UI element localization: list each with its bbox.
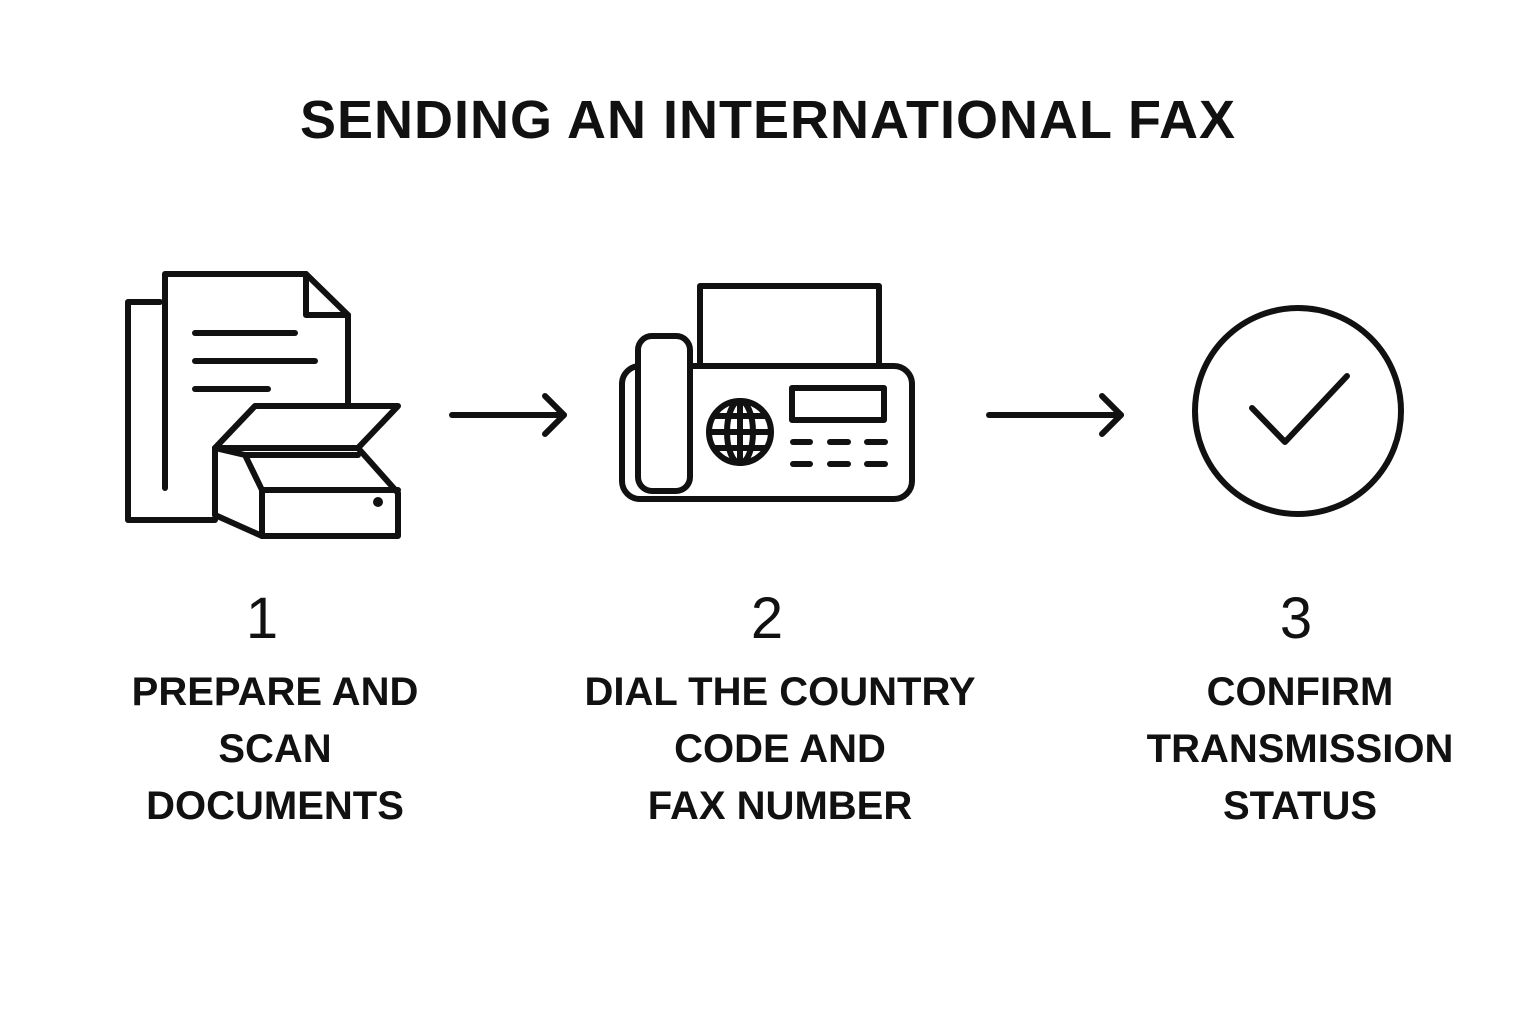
step-3-label-line: CONFIRM — [1206, 670, 1394, 714]
document-scanner-icon — [110, 260, 420, 565]
step-1-label: PREPARE AND SCAN DOCUMENTS — [80, 664, 470, 835]
step-3-label-line: STATUS — [1222, 784, 1378, 828]
step-1-label-line: DOCUMENTS — [146, 784, 404, 828]
checkmark-circle-icon — [1188, 302, 1408, 527]
step-2-label-line: CODE AND — [674, 727, 886, 771]
step-1-number: 1 — [245, 586, 279, 651]
step-1-label-line: PREPARE AND — [131, 670, 419, 714]
diagram-title: SENDING AN INTERNATIONAL FAX — [299, 90, 1237, 150]
arrow-right-icon — [982, 388, 1132, 449]
step-1-label-line: SCAN — [218, 727, 332, 771]
fax-machine-icon — [615, 280, 920, 510]
arrow-right-icon — [445, 388, 575, 449]
step-3-label-line: TRANSMISSION — [1146, 727, 1454, 771]
step-3-number: 3 — [1279, 586, 1313, 651]
step-2-number: 2 — [750, 586, 784, 651]
step-2-label: DIAL THE COUNTRY CODE AND FAX NUMBER — [545, 664, 1015, 835]
step-2-label-line: DIAL THE COUNTRY — [584, 670, 976, 714]
step-3-label: CONFIRM TRANSMISSION STATUS — [1110, 664, 1490, 835]
step-2-label-line: FAX NUMBER — [647, 784, 913, 828]
